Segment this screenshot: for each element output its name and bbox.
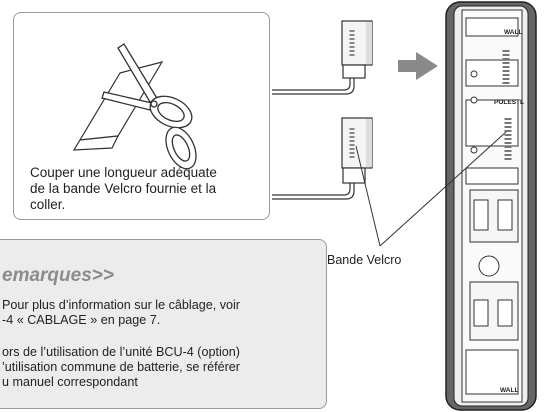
caption-line-2: de la bande Velcro fournie et la	[30, 181, 217, 196]
velcro-callout-label: Bande Velcro	[327, 253, 402, 267]
remark-note-2-line-3: u manuel correspondant	[2, 375, 138, 389]
arrow-right-icon	[398, 52, 438, 80]
device-housing-icon	[445, 1, 537, 411]
remarks-title: emarques>>	[2, 265, 114, 286]
scissors-icon	[101, 43, 197, 170]
device-label-bottom: WALL	[500, 387, 518, 394]
remark-note-1-line-2: -4 « CABLAGE » en page 7.	[2, 313, 161, 327]
callout-leader-2	[379, 131, 507, 247]
illustration-box	[13, 12, 270, 220]
remark-note-2-line-2: ’utilisation commune de batterie, se réf…	[2, 360, 240, 374]
illustration-caption: Couper une longueur adéquate de la bande…	[30, 165, 270, 213]
sensor-top-icon	[272, 20, 373, 95]
callout-leader-1	[355, 145, 381, 247]
device-label-middle: POLESTL	[494, 99, 524, 106]
remark-note-2-line-1: ors de l’utilisation de l’unité BCU-4 (o…	[2, 345, 240, 359]
caption-line-3: coller.	[30, 197, 66, 212]
remark-note-1-line-1: Pour plus d’information sur le câblage, …	[2, 298, 241, 312]
remarks-box	[0, 239, 327, 409]
device-label-top: WALL	[504, 29, 522, 36]
sensor-bottom-icon	[272, 117, 373, 200]
caption-line-1: Couper une longueur adéquate	[30, 165, 217, 180]
